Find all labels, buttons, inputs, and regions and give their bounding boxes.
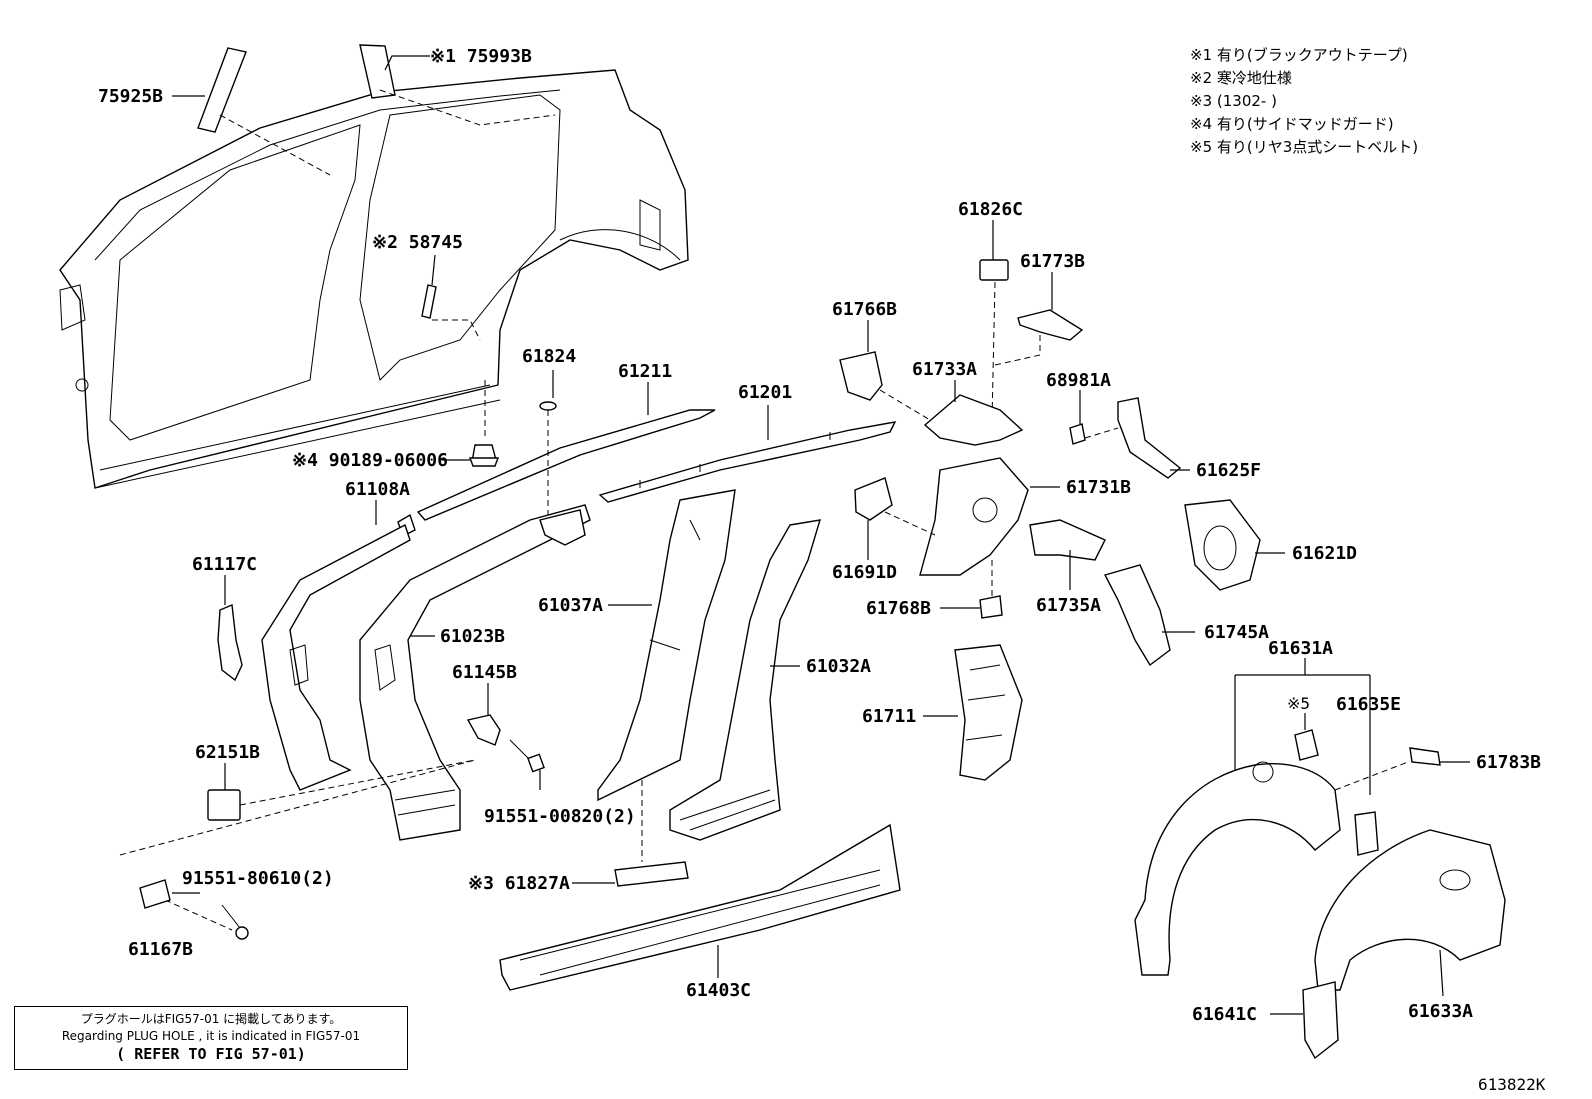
part-61625F-shape (1117, 397, 1182, 479)
part-61211-shape (416, 409, 716, 521)
callout-61625F: 61625F (1196, 460, 1261, 481)
callout-61731B: 61731B (1066, 477, 1131, 498)
part-61766B-shape (839, 351, 883, 401)
callout-61745A: 61745A (1204, 622, 1269, 643)
part-61735A-shape (1029, 519, 1106, 561)
part-90189-shape (468, 444, 500, 467)
part-5-bracket-shape (1294, 729, 1319, 761)
part-61201-shape (598, 421, 897, 503)
callout-61633A: 61633A (1408, 1001, 1473, 1022)
part-61023B-shape (359, 504, 591, 841)
part-61032A-shape (669, 519, 821, 841)
part-75993B-shape (359, 44, 396, 99)
callout-61211: 61211 (618, 361, 672, 382)
callout-61023B: 61023B (440, 626, 505, 647)
figure-id: 613822K (1478, 1075, 1546, 1094)
callout-61773B: 61773B (1020, 251, 1085, 272)
callout-61783B: 61783B (1476, 752, 1541, 773)
note-1: ※1 有り(ブラックアウトテープ) (1190, 46, 1408, 64)
callout-68981A: 68981A (1046, 370, 1111, 391)
callout-58745: ※2 58745 (372, 232, 463, 253)
part-61145B-shape (466, 714, 501, 746)
part-61403C-shape (499, 823, 901, 991)
callout-91551-00820: 91551-00820(2) (484, 806, 636, 827)
callout-61641C: 61641C (1192, 1004, 1257, 1025)
part-61108A-pillar (261, 523, 411, 791)
callout-61635E: 61635E (1336, 694, 1401, 715)
callout-61403C: 61403C (686, 980, 751, 1001)
note-5: ※5 有り(リヤ3点式シートベルト) (1190, 138, 1418, 156)
part-61635E-shape (1354, 811, 1379, 856)
callout-61631A: 61631A (1268, 638, 1333, 659)
callout-61826C: 61826C (958, 199, 1023, 220)
note-3: ※3 (1302- ) (1190, 92, 1277, 110)
part-61826C-shape (979, 259, 1009, 281)
callout-61117C: 61117C (192, 554, 257, 575)
callout-61621D: 61621D (1292, 543, 1357, 564)
callout-91551-80610: 91551-80610(2) (182, 868, 334, 889)
notes-legend: ※1 有り(ブラックアウトテープ) ※2 寒冷地仕様 ※3 (1302- ) ※… (1190, 46, 1418, 156)
part-61631A-shape (1134, 761, 1341, 976)
callout-90189-06006: ※4 90189-06006 (292, 450, 448, 471)
callout-61824: 61824 (522, 346, 576, 367)
callout-61145B: 61145B (452, 662, 517, 683)
part-61167B-shape (139, 879, 171, 909)
callout-61167B: 61167B (128, 939, 193, 960)
callout-61827A: ※3 61827A (468, 873, 570, 894)
part-61768B-shape (979, 595, 1003, 619)
callout-75993B: ※1 75993B (430, 46, 532, 67)
note-4: ※4 有り(サイドマッドガード) (1190, 115, 1394, 133)
callout-61733A: 61733A (912, 359, 977, 380)
part-61824-shape (539, 401, 557, 411)
part-58745-shape (421, 284, 437, 319)
part-91551-00820-shape (509, 739, 545, 773)
part-61745A-shape (1103, 564, 1171, 667)
part-61621D-shape (1184, 499, 1261, 591)
part-91551-80610-shape (221, 904, 249, 940)
callout-61037A: 61037A (538, 595, 603, 616)
part-61633A-shape (1314, 829, 1506, 991)
part-61117C-shape (217, 603, 243, 682)
plug-hole-note-en: Regarding PLUG HOLE , it is indicated in… (61, 1029, 361, 1043)
callout-61766B: 61766B (832, 299, 897, 320)
part-61711-shape (954, 644, 1023, 781)
plug-hole-reference-box: プラグホールはFIG57-01 に掲載してあります。 Regarding PLU… (14, 1006, 408, 1070)
side-panel-outer (59, 69, 689, 489)
part-75925B-shape (197, 47, 247, 133)
part-61037A-shape (597, 489, 736, 802)
part-61773B-shape (1017, 309, 1084, 341)
part-61691D-shape (854, 477, 893, 521)
part-68981A-shape (1069, 423, 1086, 445)
note-2: ※2 寒冷地仕様 (1190, 69, 1292, 87)
callout-note5: ※5 (1287, 694, 1310, 713)
leader-lines (172, 55, 1470, 1015)
callout-62151B: 62151B (195, 742, 260, 763)
callout-61711: 61711 (862, 706, 916, 727)
plug-hole-refer-link[interactable]: ( REFER TO FIG 57-01) (116, 1045, 306, 1063)
callout-61032A: 61032A (806, 656, 871, 677)
part-62151B-shape (207, 789, 241, 821)
part-61641C-shape (1302, 981, 1339, 1060)
callout-75925B: 75925B (98, 86, 163, 107)
callout-61735A: 61735A (1036, 595, 1101, 616)
part-61783B-shape (1409, 747, 1441, 766)
part-61731B-shape (919, 457, 1029, 576)
callout-61768B: 61768B (866, 598, 931, 619)
callout-61201: 61201 (738, 382, 792, 403)
part-61827A-shape (614, 861, 689, 887)
plug-hole-note-jp: プラグホールはFIG57-01 に掲載してあります。 (80, 1012, 342, 1026)
callout-61108A: 61108A (345, 479, 410, 500)
callout-61691D: 61691D (832, 562, 897, 583)
part-61733A-shape (923, 394, 1024, 446)
